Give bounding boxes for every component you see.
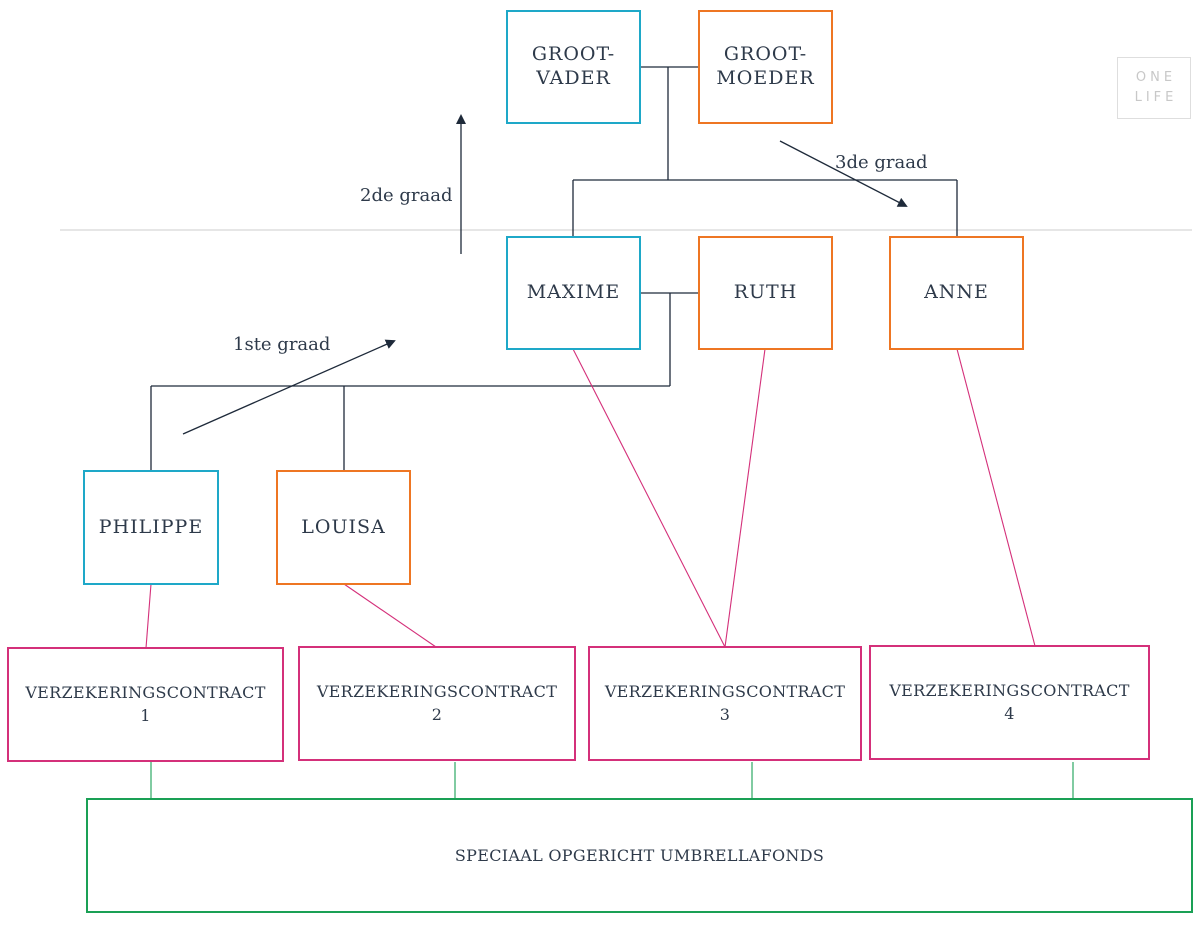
grootvader-line2: VADER <box>536 67 611 89</box>
person-philippe: PHILIPPE <box>83 470 219 585</box>
umbrella-fund: SPECIAAL OPGERICHT UMBRELLAFONDS <box>86 798 1193 913</box>
ruth-name: RUTH <box>733 281 798 304</box>
contract-4: VERZEKERINGSCONTRACT 4 <box>869 645 1150 760</box>
contract-3-label: VERZEKERINGSCONTRACT <box>604 682 846 702</box>
contract-4-label: VERZEKERINGSCONTRACT <box>889 681 1130 701</box>
contract-3-number: 3 <box>719 704 731 724</box>
umbrella-fund-label: SPECIAAL OPGERICHT UMBRELLAFONDS <box>454 845 825 865</box>
maxime-name: MAXIME <box>526 281 621 304</box>
philippe-name: PHILIPPE <box>98 515 204 538</box>
third-degree-arrow <box>779 140 908 207</box>
onelife-logo: ONE LIFE <box>1117 57 1191 119</box>
logo-line2: LIFE <box>1134 90 1178 105</box>
contract-3: VERZEKERINGSCONTRACT 3 <box>588 646 862 761</box>
link-maxime-contract3 <box>572 348 726 648</box>
person-grootvader: GROOT- VADER <box>506 10 641 124</box>
grootmoeder-line2: MOEDER <box>716 67 815 89</box>
person-ruth: RUTH <box>698 236 833 350</box>
person-louisa: LOUISA <box>276 470 411 585</box>
contract-1-label: VERZEKERINGSCONTRACT <box>25 683 266 703</box>
link-louisa-contract2 <box>343 583 437 648</box>
third-degree-label: 3de graad <box>835 152 928 173</box>
contract-2-label: VERZEKERINGSCONTRACT <box>316 682 558 702</box>
logo-line1: ONE <box>1135 69 1177 85</box>
family-tree-lines <box>150 66 958 471</box>
grootmoeder-line1: GROOT- <box>723 43 808 66</box>
contract-1-number: 1 <box>140 705 151 725</box>
person-maxime: MAXIME <box>506 236 641 350</box>
second-degree-label: 2de graad <box>360 185 453 206</box>
first-degree-label: 1ste graad <box>233 334 331 355</box>
person-grootmoeder: GROOT- MOEDER <box>698 10 833 124</box>
contract-2: VERZEKERINGSCONTRACT 2 <box>298 646 576 761</box>
first-degree-arrow <box>182 339 396 435</box>
link-ruth-contract3 <box>724 348 766 648</box>
contract-2-number: 2 <box>431 704 443 724</box>
anne-name: ANNE <box>924 281 989 304</box>
contract-4-number: 4 <box>1004 703 1015 723</box>
grootvader-line1: GROOT- <box>531 43 616 66</box>
link-anne-contract4 <box>956 348 1036 647</box>
louisa-name: LOUISA <box>301 515 386 538</box>
contract-1: VERZEKERINGSCONTRACT 1 <box>7 647 284 762</box>
person-anne: ANNE <box>889 236 1024 350</box>
link-philippe-contract1 <box>145 583 152 649</box>
